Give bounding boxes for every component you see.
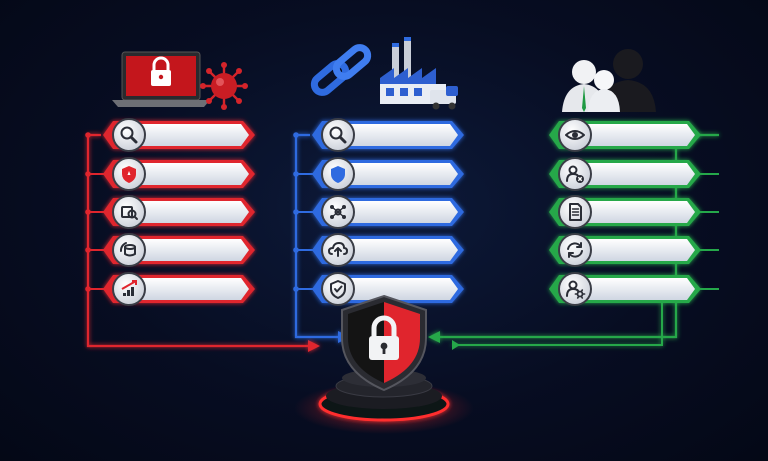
green-row-1 bbox=[549, 118, 701, 152]
red-row-4 bbox=[103, 233, 255, 267]
red-arrowhead bbox=[308, 340, 320, 352]
magnifier-icon bbox=[329, 126, 347, 144]
user-settings-icon bbox=[566, 280, 586, 299]
blue-row-1 bbox=[312, 118, 464, 152]
virus-icon bbox=[200, 62, 248, 110]
red-junction-dot bbox=[85, 171, 91, 177]
red-row-label-plate bbox=[141, 201, 249, 223]
blue-row-label-plate bbox=[350, 239, 458, 261]
eye-icon bbox=[565, 130, 585, 140]
blue-row-label-plate bbox=[350, 124, 458, 146]
chain-link-icon bbox=[310, 44, 372, 96]
green-row-label-plate bbox=[587, 163, 695, 185]
green-row-3 bbox=[549, 195, 701, 229]
blue-junction-dot bbox=[293, 132, 299, 138]
blue-row-5 bbox=[312, 272, 464, 306]
red-junction-dot bbox=[85, 209, 91, 215]
green-arrowhead-secondary bbox=[452, 340, 460, 350]
red-column bbox=[85, 118, 320, 352]
green-row-2 bbox=[549, 157, 701, 191]
red-junction-dot bbox=[85, 286, 91, 292]
network-nodes-icon bbox=[330, 205, 346, 219]
blue-connector-line bbox=[294, 133, 338, 339]
cloud-upload-icon bbox=[328, 242, 348, 257]
red-row-5 bbox=[103, 272, 255, 306]
sync-arrows-icon bbox=[567, 242, 583, 258]
red-row-label-plate bbox=[141, 278, 249, 300]
shield-check-icon bbox=[330, 280, 346, 299]
blue-junction-dot bbox=[293, 247, 299, 253]
factory-icon bbox=[380, 37, 458, 110]
green-connector-line-secondary bbox=[452, 289, 663, 346]
blue-row-2 bbox=[312, 157, 464, 191]
blue-row-label-plate bbox=[350, 163, 458, 185]
blue-junction-dot bbox=[293, 286, 299, 292]
red-junction-dot bbox=[85, 132, 91, 138]
green-row-label-plate bbox=[587, 201, 695, 223]
green-row-4 bbox=[549, 233, 701, 267]
document-list-icon bbox=[569, 203, 582, 221]
blue-column bbox=[293, 118, 464, 343]
blue-row-4 bbox=[312, 233, 464, 267]
green-row-label-plate bbox=[587, 124, 695, 146]
red-row-1 bbox=[103, 118, 255, 152]
magnifier-icon bbox=[120, 126, 138, 144]
red-row-label-plate bbox=[141, 124, 249, 146]
red-row-3 bbox=[103, 195, 255, 229]
shield-alert-icon bbox=[122, 166, 136, 183]
green-row-label-plate bbox=[587, 278, 695, 300]
blue-row-3 bbox=[312, 195, 464, 229]
chart-growth-icon bbox=[121, 280, 137, 296]
green-arrowhead bbox=[428, 331, 440, 343]
document-scan-icon bbox=[121, 206, 138, 220]
red-junction-dot bbox=[85, 247, 91, 253]
green-column bbox=[428, 118, 719, 350]
user-blocked-icon bbox=[566, 165, 584, 183]
padlock-shield-icon bbox=[341, 294, 427, 392]
locked-laptop-icon bbox=[112, 51, 210, 107]
green-row-5 bbox=[549, 272, 701, 306]
blue-row-label-plate bbox=[350, 278, 458, 300]
shield-icon bbox=[331, 166, 345, 183]
database-sync-icon bbox=[120, 242, 136, 257]
blue-row-label-plate bbox=[350, 201, 458, 223]
red-row-label-plate bbox=[141, 239, 249, 261]
people-group-icon bbox=[562, 49, 656, 112]
red-connector-line bbox=[86, 133, 308, 348]
red-row-label-plate bbox=[141, 163, 249, 185]
red-row-2 bbox=[103, 157, 255, 191]
blue-junction-dot bbox=[293, 209, 299, 215]
blue-junction-dot bbox=[293, 171, 299, 177]
green-row-label-plate bbox=[587, 239, 695, 261]
